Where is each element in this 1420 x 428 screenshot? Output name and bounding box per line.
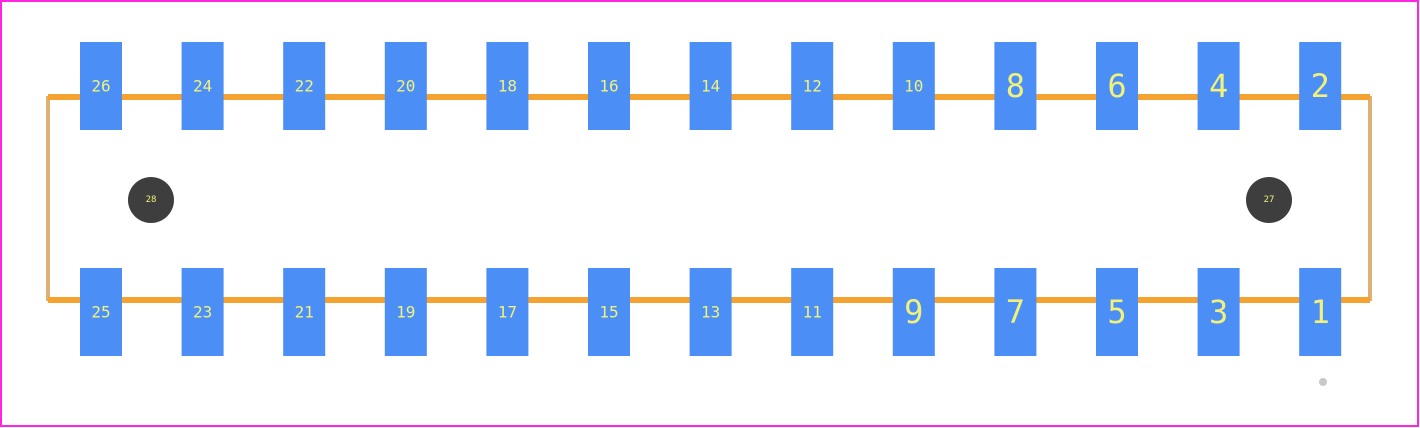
pad-26 [80, 42, 122, 130]
mounting-hole-28 [128, 177, 174, 223]
pad-8 [994, 42, 1037, 130]
pad-label-24: 24 [193, 77, 212, 96]
pad-label-2: 2 [1311, 67, 1330, 105]
pad-25 [80, 268, 122, 356]
pad-label-15: 15 [599, 303, 618, 322]
mounting-holes: 28 27 [128, 177, 1292, 223]
pad-10 [892, 42, 935, 130]
pad-label-22: 22 [295, 77, 314, 96]
pad-label-5: 5 [1107, 293, 1126, 331]
pad-label-25: 25 [91, 303, 110, 322]
pad-9 [892, 268, 935, 356]
pad-label-26: 26 [91, 77, 110, 96]
pad-16 [588, 42, 630, 130]
top-pad-row: 26 24 22 20 18 16 14 12 10 8 6 4 2 [80, 42, 1342, 130]
pad-21 [283, 268, 326, 356]
mounting-hole-27 [1246, 177, 1292, 223]
pad-label-14: 14 [701, 77, 720, 96]
pad-15 [588, 268, 630, 356]
pad-3 [1197, 268, 1240, 356]
pad-6 [1096, 42, 1138, 130]
mounting-hole-label-28: 28 [146, 195, 157, 205]
pad-label-16: 16 [599, 77, 618, 96]
pad-20 [384, 42, 427, 130]
pad-label-3: 3 [1209, 293, 1228, 331]
pad-label-20: 20 [396, 77, 415, 96]
pad-17 [486, 268, 529, 356]
mounting-hole-label-27: 27 [1264, 195, 1275, 205]
bottom-pad-row: 25 23 21 19 17 15 13 11 9 7 5 3 1 [80, 268, 1342, 356]
pad-12 [791, 42, 834, 130]
pad-label-13: 13 [701, 303, 720, 322]
pad-label-11: 11 [803, 303, 822, 322]
pad-5 [1096, 268, 1138, 356]
pad-label-8: 8 [1006, 67, 1025, 105]
pad-24 [181, 42, 224, 130]
origin-marker [1319, 378, 1327, 386]
pad-18 [486, 42, 529, 130]
pad-label-1: 1 [1311, 293, 1330, 331]
pad-13 [689, 268, 732, 356]
pad-label-10: 10 [904, 77, 923, 96]
pad-22 [283, 42, 326, 130]
pad-label-21: 21 [295, 303, 314, 322]
pad-4 [1197, 42, 1240, 130]
pad-label-7: 7 [1006, 293, 1025, 331]
pad-label-19: 19 [396, 303, 415, 322]
pad-14 [689, 42, 732, 130]
pad-7 [994, 268, 1037, 356]
pad-11 [791, 268, 834, 356]
pad-2 [1299, 42, 1342, 130]
pad-label-23: 23 [193, 303, 212, 322]
pad-1 [1299, 268, 1342, 356]
pad-19 [384, 268, 427, 356]
pad-label-18: 18 [498, 77, 517, 96]
pad-label-4: 4 [1209, 67, 1228, 105]
pad-label-17: 17 [498, 303, 517, 322]
pad-label-12: 12 [803, 77, 822, 96]
pad-label-6: 6 [1107, 67, 1126, 105]
pad-23 [181, 268, 224, 356]
pad-label-9: 9 [904, 293, 923, 331]
